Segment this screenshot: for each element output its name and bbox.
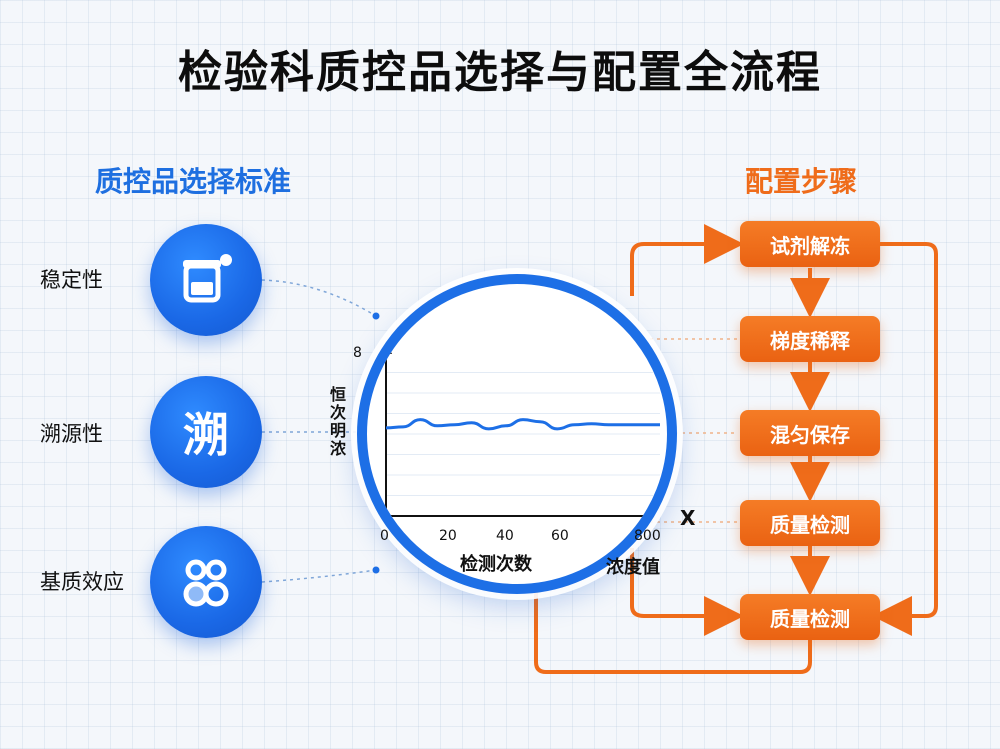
page-title: 检验科质控品选择与配置全流程 xyxy=(178,47,822,98)
step-thaw: 试剂解冻 xyxy=(740,221,880,267)
trace-glyph-icon: 溯 xyxy=(183,408,229,462)
criteria-label-matrix: 基质效应 xyxy=(40,570,124,594)
criteria-heading: 质控品选择标准 xyxy=(95,165,292,198)
steps-heading: 配置步骤 xyxy=(745,165,858,198)
traceability-badge: 溯 xyxy=(150,376,262,488)
step-quality-check-final: 质量检测 xyxy=(740,594,880,640)
x-tick-label: 60 xyxy=(551,528,569,544)
criteria-label-stability: 稳定性 xyxy=(40,268,103,292)
y-axis-title: 恒次明浓 xyxy=(330,385,347,458)
x-axis-symbol: X xyxy=(680,506,696,530)
x-tick-label: 40 xyxy=(496,528,514,544)
y-axis-arrow xyxy=(380,342,392,354)
jar-icon xyxy=(183,254,232,303)
x-tick-label: 800 xyxy=(634,528,661,544)
stability-badge xyxy=(150,224,262,336)
matrix-badge xyxy=(150,526,262,638)
chart-lens xyxy=(357,274,677,594)
series-line xyxy=(385,418,660,431)
criteria-label-traceability: 溯源性 xyxy=(40,422,103,446)
y-top-tick: 8 xyxy=(353,345,362,361)
step-mix-store: 混匀保存 xyxy=(740,410,880,456)
people-icon xyxy=(183,559,229,607)
x-axis-title: 检测次数 xyxy=(460,554,532,575)
step-quality-check: 质量检测 xyxy=(740,500,880,546)
x-tick-label: 0 xyxy=(380,528,389,544)
x-tick-label: 20 xyxy=(439,528,457,544)
step-dilution: 梯度稀释 xyxy=(740,316,880,362)
x-axis-title-secondary: 浓度值 xyxy=(606,557,660,578)
line-chart xyxy=(380,342,667,517)
